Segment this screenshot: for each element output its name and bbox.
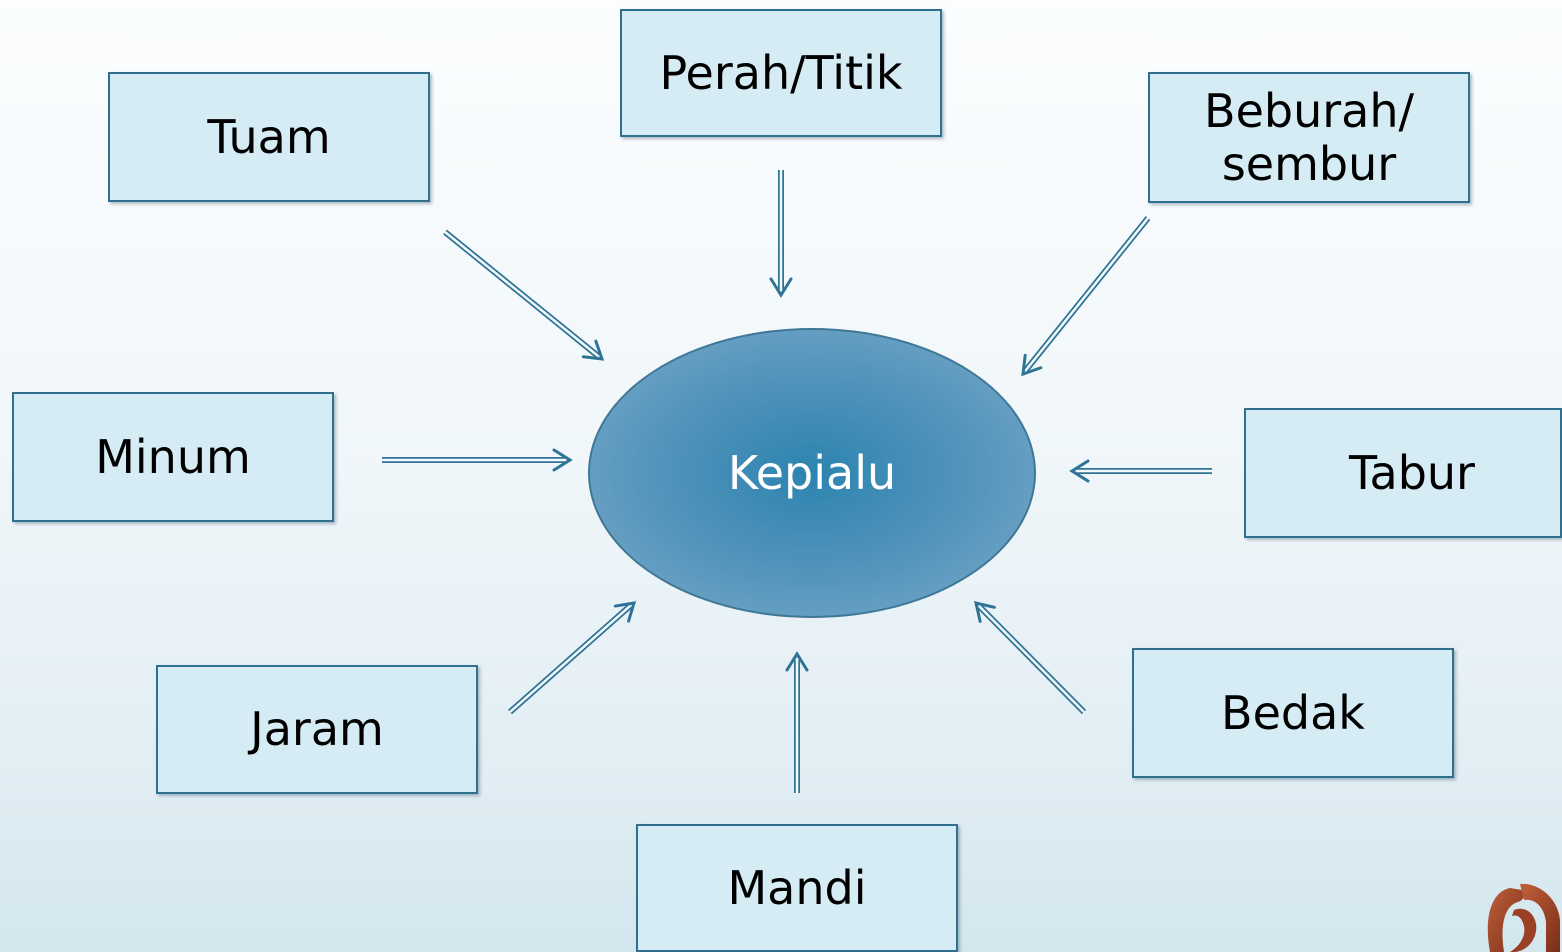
arrow-jaram-to-center (508, 601, 637, 715)
node-label: Perah/Titik (659, 45, 903, 100)
node-label: Tabur (1349, 445, 1475, 500)
node-perah-titik: Perah/Titik (620, 9, 942, 137)
node-label: Tuam (207, 109, 331, 164)
node-mandi: Mandi (636, 824, 958, 952)
center-node-kepialu: Kepialu (588, 328, 1036, 618)
arrow-beburah-to-center (1021, 216, 1151, 377)
node-label: Bedak (1221, 685, 1365, 740)
node-jaram: Jaram (156, 665, 478, 794)
node-bedak: Bedak (1132, 648, 1454, 778)
center-node-label: Kepialu (727, 446, 897, 500)
node-tabur: Tabur (1244, 408, 1562, 538)
arrow-tuam-to-center (443, 229, 605, 361)
node-minum: Minum (12, 392, 334, 522)
node-label: Minum (95, 429, 251, 484)
node-tuam: Tuam (108, 72, 430, 202)
node-label: Mandi (727, 860, 867, 915)
node-beburah-sembur: Beburah/ sembur (1148, 72, 1470, 203)
node-label: Jaram (250, 702, 384, 757)
node-label: Beburah/ sembur (1204, 83, 1414, 191)
arrow-bedak-to-center (974, 600, 1087, 715)
corner-emblem-icon (1487, 883, 1560, 952)
